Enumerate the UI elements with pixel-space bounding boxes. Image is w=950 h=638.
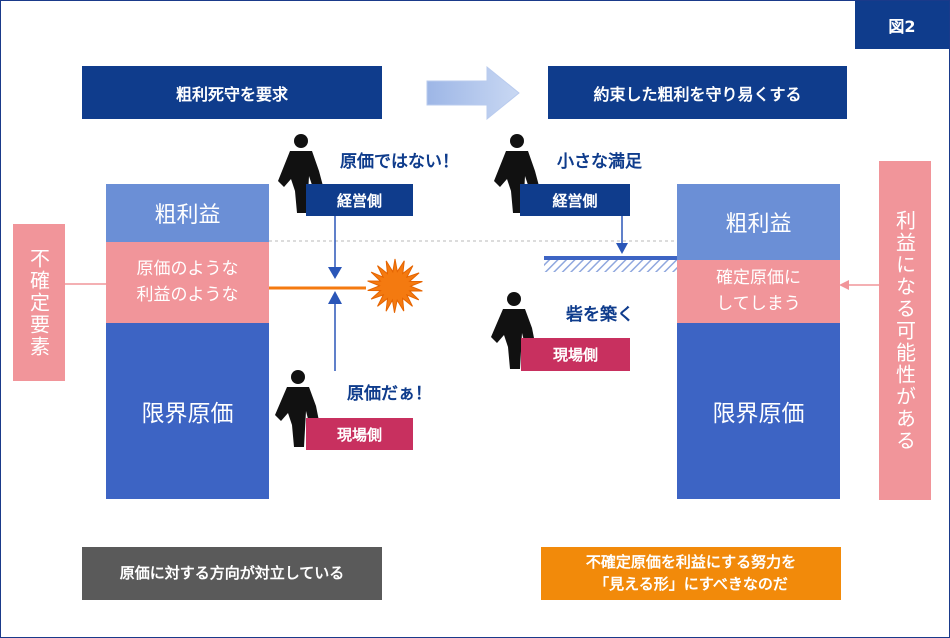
transition-arrow	[426, 65, 520, 121]
right-fixed-cost-line1: 確定原価に	[716, 268, 801, 288]
businessman-icon-mgmt-left	[278, 134, 323, 213]
uncertain-element-label: 不確定要素	[13, 224, 65, 381]
site-right-speech: 砦を築く	[566, 305, 634, 325]
right-marginal-cost-segment: 限界原価	[677, 323, 840, 499]
left-uncertain-segment: 原価のような 利益のような	[106, 242, 269, 323]
mgmt-right-arrow-head	[616, 243, 628, 254]
conflict-burst	[367, 258, 423, 313]
site-up-arrow-head	[328, 291, 342, 304]
businessman-icon-site-left	[275, 370, 319, 447]
demand-banner: 粗利死守を要求	[82, 66, 382, 119]
right-connector-arrowhead	[839, 280, 849, 290]
businessman-icon-mgmt-right	[494, 134, 539, 213]
visibility-note-line2: 「見える形」にすべきなのだ	[594, 574, 788, 593]
right-gross-profit-segment: 粗利益	[677, 184, 840, 260]
commitment-banner: 約束した粗利を守り易くする	[548, 66, 847, 119]
left-uncertain-line2: 利益のような	[136, 284, 239, 305]
left-gross-profit-segment: 粗利益	[106, 184, 269, 242]
site-right-badge: 現場側	[521, 338, 630, 371]
conflict-note: 原価に対する方向が対立している	[82, 547, 382, 600]
left-marginal-cost-segment: 限界原価	[106, 323, 269, 499]
right-fixed-cost-segment: 確定原価に してしまう	[677, 260, 840, 323]
site-left-badge: 現場側	[306, 418, 413, 450]
mgmt-left-badge: 経営側	[306, 184, 413, 216]
right-fixed-cost-line2: してしまう	[716, 293, 801, 314]
profit-potential-label: 利益になる可能性がある	[879, 161, 931, 500]
right-stack: 粗利益 確定原価に してしまう 限界原価	[677, 184, 840, 499]
right-level-hatch	[544, 260, 677, 272]
mgmt-right-speech: 小さな満足	[557, 152, 642, 172]
businessman-icon-site-right	[491, 292, 535, 369]
right-level-bar	[544, 256, 677, 260]
mgmt-left-speech: 原価ではない！	[340, 152, 459, 172]
left-stack: 粗利益 原価のような 利益のような 限界原価	[106, 184, 269, 499]
visibility-note: 不確定原価を利益にする努力を 「見える形」にすべきなのだ	[541, 547, 841, 600]
mgmt-right-badge: 経営側	[520, 184, 630, 216]
left-uncertain-line1: 原価のような	[136, 259, 239, 279]
mgmt-down-arrow-head	[328, 267, 342, 279]
figure-label: 図2	[855, 1, 949, 49]
site-left-speech: 原価だぁ！	[347, 384, 432, 404]
visibility-note-line1: 不確定原価を利益にする努力を	[585, 552, 797, 571]
